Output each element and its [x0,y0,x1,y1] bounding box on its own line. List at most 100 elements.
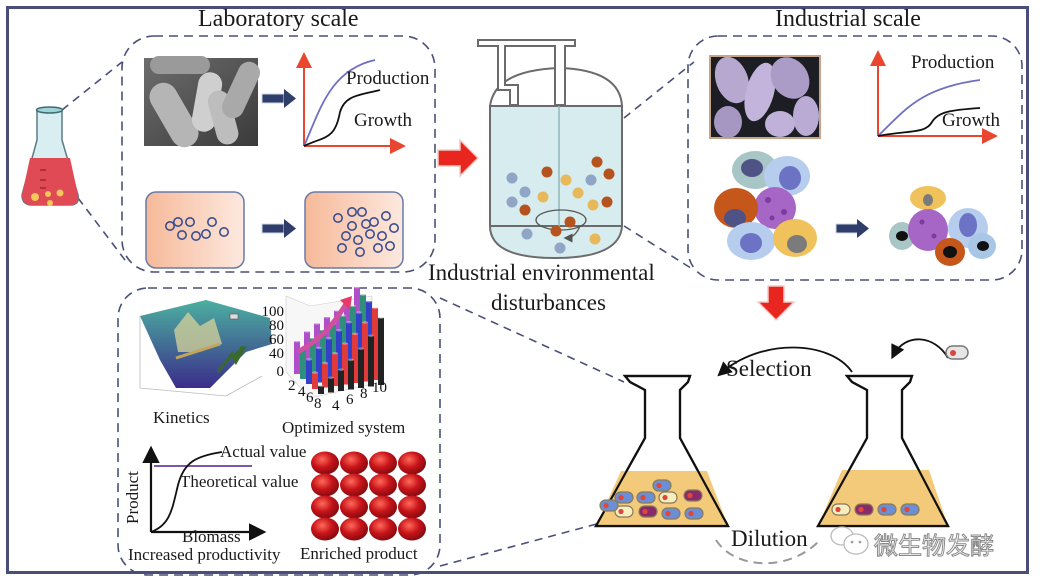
bar-top [318,384,324,388]
product-sphere [369,495,397,519]
bar-top [350,304,356,308]
colonies-before [165,217,230,242]
bar [348,359,354,390]
cell-capsule [684,507,704,520]
kinetics-surface-plot [139,300,272,397]
colony [207,217,218,228]
industrial-growth-label: Growth [942,110,1001,131]
actual-value-label: Actual value [220,442,307,461]
industrial-production-label: Production [911,52,995,73]
bar [338,369,344,391]
bar-top [322,361,328,365]
industrial-production-curve [877,79,981,137]
bar [346,322,352,378]
actual-value-curve [150,451,223,533]
y-tick-label: 80 [269,318,284,334]
bar-top [356,311,362,314]
kinetics-label: Kinetics [153,408,210,427]
bar-top [366,299,372,303]
bar [328,377,334,393]
colony-plate-before [145,191,245,269]
product-sphere [340,451,368,475]
product-sphere [398,451,426,475]
reactor-cell [519,186,531,198]
x-tick-label: 6 [306,390,314,406]
cell-capsule [638,505,658,518]
bar-top [314,322,320,325]
bar-top [328,376,334,380]
product-sphere [340,495,368,519]
bar-top [338,368,344,371]
flask-left-cells [599,479,704,520]
flask-connector-top [61,61,123,111]
enriched-product-grid [311,451,426,541]
colony [352,235,363,246]
bar-top [304,330,310,333]
reactor-cell [585,174,597,186]
colony [388,223,399,234]
lab-micrograph-image [144,56,261,148]
colony [332,213,343,224]
product-sphere [311,473,339,497]
theoretical-value-label: Theoretical value [180,472,299,491]
product-sphere [340,473,368,497]
colony [177,230,188,241]
cell-capsule [831,503,851,516]
bar-top [294,339,300,343]
industrial-growth-curve [877,107,981,137]
colony [219,227,230,238]
colony [173,217,184,228]
product-sphere [311,495,339,519]
watermark-text: 微生物发酵 [874,532,995,561]
lab-scale-title: Laboratory scale [198,6,359,32]
x-tick-label: 4 [298,384,306,400]
product-sphere [369,451,397,475]
bar-top [312,371,318,374]
bar-top [326,337,332,340]
reactor-cell [601,196,613,208]
x-tick-label: 10 [372,380,387,396]
bar-top [360,293,366,296]
bar-top [336,329,342,332]
bar [320,330,326,376]
cell-capsule [658,491,678,504]
cell-capsule [599,499,619,512]
product-sphere [398,517,426,541]
selection-arrow [717,346,853,377]
bar [332,353,338,386]
cell-cluster-after [889,186,996,266]
cell-capsule [614,491,634,504]
reactor-cell [591,156,603,168]
colony [191,231,202,242]
reactor-cell [537,191,549,203]
colony [384,241,395,252]
optimization-connector-bottom [439,521,605,567]
bar [310,338,316,378]
y-tick-label: 40 [269,346,284,362]
lab-production-curve [303,59,376,147]
bar-top [324,315,330,319]
bar [326,338,332,381]
colony [364,229,375,240]
bar [378,317,384,385]
inoculation-arrow [891,338,949,360]
inoculum-cell-icon [945,345,969,360]
enriched-product-label: Enriched product [300,544,418,563]
cell-arrow [835,219,869,238]
bioreactor-icon [477,39,623,260]
bar [312,372,318,389]
colony [372,243,383,254]
reactor-cell [589,233,601,245]
lab-arrow-bottom [261,219,296,238]
trend-arrow [296,302,349,355]
bar [372,307,378,380]
x-tick-label: 6 [346,392,354,408]
bar [352,333,358,383]
reactor-label-line2: disturbances [491,290,606,315]
product-axis-label: Product [123,471,142,524]
industrial-scale-title: Industrial scale [775,6,921,32]
y-tick-label: 100 [262,304,285,320]
reactor-connector-top [623,61,695,119]
reactor-cell [541,166,553,178]
